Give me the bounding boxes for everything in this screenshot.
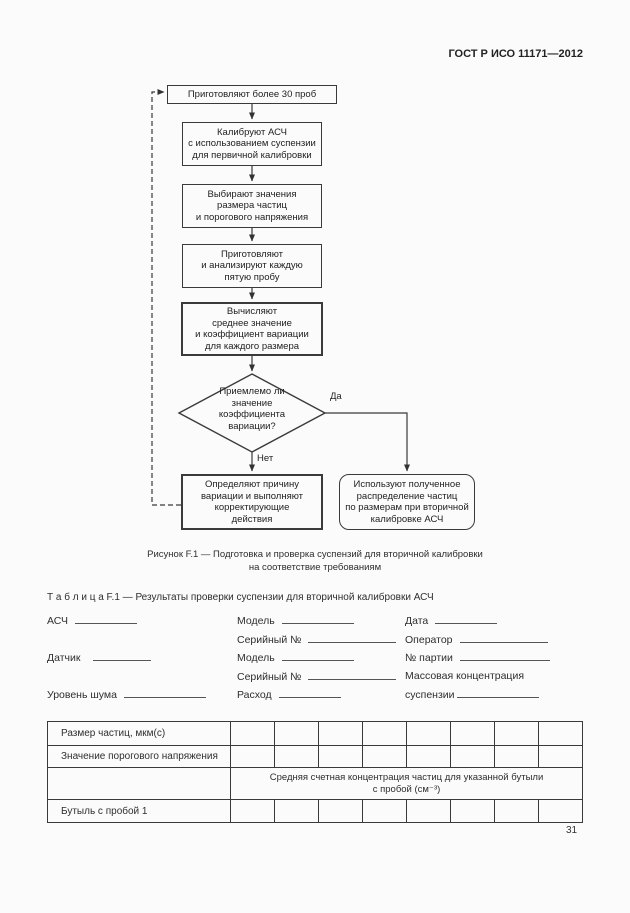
flow-decision-text: Приемлемо ли значение коэффициента вариа… <box>218 386 286 432</box>
blank-line <box>75 611 138 624</box>
blank-line <box>308 667 397 680</box>
flow-step-use-distribution: Используют полученное распределение част… <box>339 474 475 530</box>
field-sensor: Датчик <box>47 648 206 667</box>
blank-line <box>456 685 539 698</box>
field-noise-level: Уровень шума <box>47 685 206 704</box>
field-serial-1: Серийный № <box>237 630 397 649</box>
field-mass-concentration-line1: Массовая концентрация <box>405 669 525 682</box>
flow-step-analyze-sample: Приготовляют и анализируют каждую пятую … <box>182 244 322 288</box>
blank-line <box>281 611 354 624</box>
document-header: ГОСТ Р ИСО 11171—2012 <box>448 48 583 60</box>
flow-yes-label: Да <box>330 391 342 402</box>
table-row: Размер частиц, мкм(с) <box>47 721 583 746</box>
merged-header-concentration: Средняя счетная концентрация частиц для … <box>230 767 583 800</box>
form-column-1: АСЧ Датчик Уровень шума <box>47 611 206 704</box>
flow-no-label: Нет <box>257 453 274 464</box>
blank-line <box>278 685 341 698</box>
blank-line <box>123 685 206 698</box>
page-number: 31 <box>566 825 578 836</box>
table-row: Значение порогового напряжения <box>47 745 583 768</box>
flow-step-choose-values: Выбирают значения размера частиц и порог… <box>182 184 322 228</box>
row-label-particle-size: Размер частиц, мкм(с) <box>47 721 231 746</box>
field-date: Дата <box>405 611 550 630</box>
field-flow: Расход <box>237 685 396 704</box>
blank-line <box>459 630 548 643</box>
blank-line <box>93 648 152 661</box>
form-column-2: Модель Серийный № Модель Серийный № Расх… <box>237 611 397 704</box>
blank-line <box>435 611 498 624</box>
blank-line <box>459 648 550 661</box>
field-model-2: Модель <box>237 648 396 667</box>
flow-step-calibrate: Калибруют АСЧ с использованием суспензии… <box>182 122 322 166</box>
flow-step-corrective-actions: Определяют причину вариации и выполняют … <box>181 474 323 530</box>
flow-step-compute-mean: Вычисляют среднее значение и коэффициент… <box>181 302 323 356</box>
row-label-bottle-1: Бутыль с пробой 1 <box>47 799 231 823</box>
figure-caption: Рисунок F.1 — Подготовка и проверка сусп… <box>147 549 483 573</box>
results-table: Размер частиц, мкм(с) Значение пороговог… <box>47 721 583 823</box>
field-serial-2: Серийный № <box>237 667 397 686</box>
flow-step-prepare-samples: Приготовляют более 30 проб <box>167 85 337 104</box>
blank-line <box>281 648 354 661</box>
form-column-3: Дата Оператор № партии Массовая концентр… <box>405 611 550 704</box>
table-caption: Т а б л и ц а F.1 — Результаты проверки … <box>47 592 434 603</box>
field-model-1: Модель <box>237 611 396 630</box>
table-row: Бутыль с пробой 1 <box>47 799 583 823</box>
field-asch: АСЧ <box>47 611 206 630</box>
table-row: Средняя счетная концентрация частиц для … <box>47 767 583 800</box>
blank-line <box>308 630 397 643</box>
field-batch-number: № партии <box>405 648 550 667</box>
row-label-threshold: Значение порогового напряжения <box>47 745 231 768</box>
field-operator: Оператор <box>405 630 550 649</box>
field-mass-concentration-line2: суспензии <box>405 685 550 704</box>
